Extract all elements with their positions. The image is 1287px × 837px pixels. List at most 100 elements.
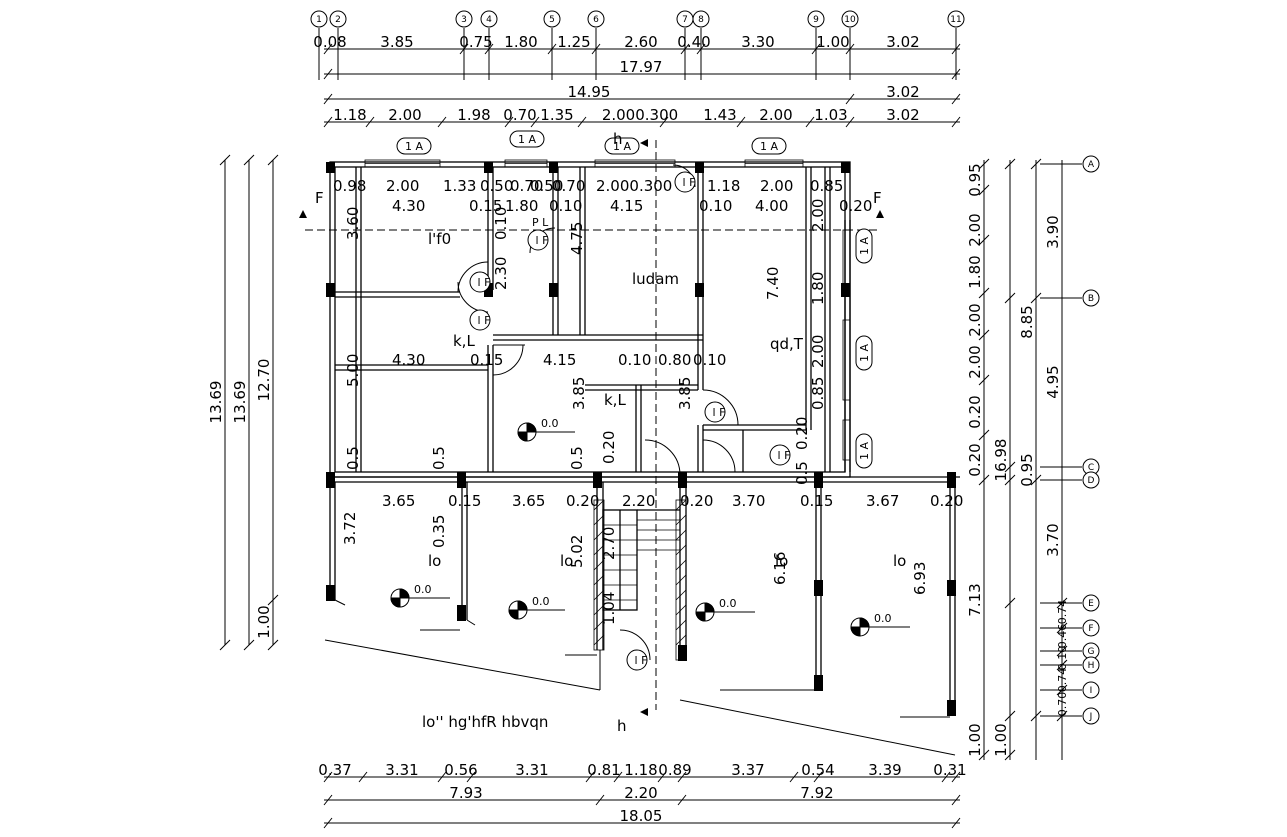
dimension-text: 1.35: [540, 106, 573, 124]
window-tag: 1 A: [760, 140, 778, 153]
dimension-text: 2.00: [966, 213, 984, 246]
interior-dimensions: 0.98 2.00 1.33 0.50 0.70 0.50 0.70 2.000…: [333, 177, 963, 625]
dimension-text: 1.43: [703, 106, 736, 124]
dimension-text: 0.75: [459, 33, 492, 51]
dimension-text: 4.15: [610, 197, 643, 215]
dimension-text: 0.20: [566, 492, 599, 510]
top-dimensions: 0.08 3.85 0.75 1.80 1.25 2.60 0.40 3.30 …: [313, 33, 919, 124]
grid-label: 4: [486, 15, 492, 25]
dimension-text: 18.05: [620, 807, 663, 825]
door-tag: l F: [683, 176, 696, 189]
level-value: 0.0: [719, 597, 737, 610]
grid-label: 11: [950, 15, 961, 25]
section-mark-labels: F F h h: [315, 130, 882, 735]
dimension-text: 4.30: [392, 351, 425, 369]
grid-label: 8: [698, 15, 704, 25]
dimension-text: 0.15: [470, 351, 503, 369]
grid-label: A: [1088, 160, 1095, 170]
dimension-text: 0.15: [469, 197, 502, 215]
room-label: lo: [428, 552, 441, 570]
dimension-text: 2.30: [492, 257, 510, 290]
level-value: 0.0: [541, 417, 559, 430]
grid-label: J: [1089, 712, 1093, 722]
room-labels: l'f0 ludam k,L qd,T k,L lo lo lo lo P L: [428, 216, 906, 570]
level-value: 0.0: [414, 583, 432, 596]
dimension-text: 3.30: [741, 33, 774, 51]
dimension-text: 3.39: [868, 761, 901, 779]
dimension-text: 4.30: [392, 197, 425, 215]
room-label: lo: [775, 552, 788, 570]
dimension-text: 1.80: [504, 33, 537, 51]
level-value: 0.0: [532, 595, 550, 608]
dimension-text: 2.00: [809, 199, 827, 232]
dimension-text: 0.31: [933, 761, 966, 779]
dimension-text: 0.20: [680, 492, 713, 510]
section-mark: F: [873, 189, 882, 207]
dimension-text: 0.15: [800, 492, 833, 510]
grid-label: B: [1088, 294, 1094, 304]
dimension-text: 0.46: [1056, 624, 1069, 649]
window-tags: 1 A 1 A 1 A 1 A 1 A 1 A 1 A: [405, 133, 871, 460]
dimension-text: 7.93: [449, 784, 482, 802]
drawing-caption: lo'' hg'hfR hbvqn: [422, 713, 548, 731]
room-label: P L: [532, 216, 549, 229]
right-dimensions: 0.95 2.00 2.00 1.80 2.00 0.20 0.20 0.95 …: [966, 163, 1069, 756]
dimension-text: 0.20: [600, 431, 618, 464]
columns: [326, 162, 956, 716]
door-tag: l F: [713, 406, 726, 419]
room-label: qd,T: [770, 335, 804, 353]
dimension-text: 0.50: [530, 177, 563, 195]
window-tag: 1 A: [613, 140, 631, 153]
dimension-text: 0.20: [839, 197, 872, 215]
grid-bubbles-right: [1082, 155, 1100, 725]
dimension-text: 0.5: [344, 446, 362, 470]
dimension-text: 0.56: [444, 761, 477, 779]
room-label: lo: [560, 552, 573, 570]
room-label: k,L: [453, 332, 475, 350]
dimension-text: 2.00: [759, 106, 792, 124]
grid-label: F: [1088, 624, 1093, 634]
section-mark: F: [315, 189, 324, 207]
dimension-text: 1.33: [443, 177, 476, 195]
dimension-text: 1.00: [992, 723, 1010, 756]
dimension-text: 4.15: [543, 351, 576, 369]
dimension-text: 5.00: [344, 354, 362, 387]
dimension-text: 2.000.300: [596, 177, 672, 195]
dimension-text: 2.00: [760, 177, 793, 195]
dimension-text: 0.40: [677, 33, 710, 51]
dimension-text: 3.70: [1044, 523, 1062, 556]
bottom-dimensions: 0.37 3.31 0.56 3.31 0.81 1.18 0.89 3.37 …: [318, 761, 966, 825]
dimension-text: 1.18: [707, 177, 740, 195]
left-dimensions: 13.69 13.69 12.70 1.00: [207, 359, 273, 639]
dimension-text: 3.02: [886, 106, 919, 124]
dimension-text: 0.10: [618, 351, 651, 369]
dimension-text: 0.10: [699, 197, 732, 215]
room-label: l'f0: [428, 230, 451, 248]
grid-label: E: [1088, 599, 1094, 609]
grid-label: I: [1090, 686, 1093, 696]
dimension-text: 0.10: [1056, 646, 1069, 671]
dimension-text: 2.70: [600, 527, 618, 560]
dimension-text: 0.70: [510, 177, 543, 195]
door-tag: l F: [478, 276, 491, 289]
dimension-text: 3.85: [380, 33, 413, 51]
dimension-text: 0.74: [1056, 668, 1069, 693]
dimension-text: 3.65: [512, 492, 545, 510]
dimension-text: 0.95: [1018, 453, 1036, 486]
grid-label: 3: [461, 15, 467, 25]
dimension-text: 6.16: [771, 552, 789, 585]
dimension-text: 0.89: [658, 761, 691, 779]
dimension-text: 0.5: [568, 446, 586, 470]
stair-hatch: [593, 499, 687, 661]
dimension-text: 4.95: [1044, 365, 1062, 398]
dimension-text: 3.70: [732, 492, 765, 510]
window-tag: 1 A: [405, 140, 423, 153]
door-tag-circles: [469, 171, 791, 671]
section-arrows: [299, 139, 884, 716]
dimension-text: 13.69: [231, 381, 249, 424]
grid-label: 1: [316, 15, 322, 25]
dimension-text: 0.10: [492, 207, 510, 240]
dimension-text: 7.92: [800, 784, 833, 802]
grid-label: D: [1088, 476, 1095, 486]
